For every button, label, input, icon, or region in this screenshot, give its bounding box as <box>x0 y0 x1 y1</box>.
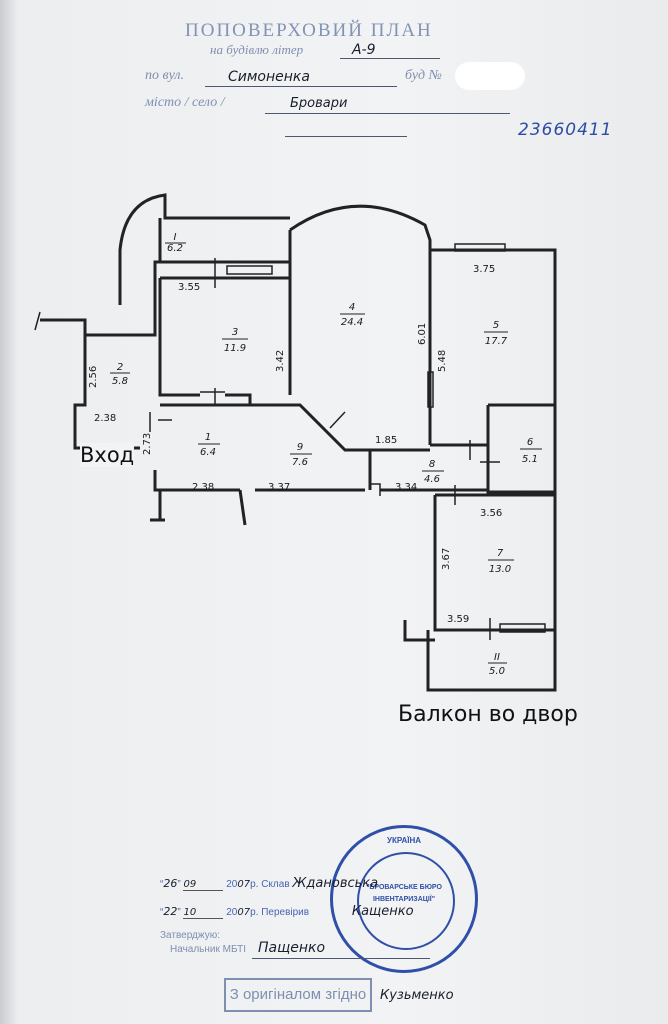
city-value: Бровари <box>290 96 348 111</box>
room-labels: I 6.2 2 5.8 3 11.9 4 24.4 5 17.7 1 6.4 9… <box>110 232 542 677</box>
redacted-house-number <box>455 62 525 90</box>
room-number: 1 <box>205 432 211 443</box>
dimension: 5.48 <box>437 350 448 372</box>
room-number: 3 <box>232 327 238 338</box>
dimension: 3.42 <box>275 350 286 372</box>
dimension: 2.38 <box>94 413 116 424</box>
checked-line: “22” 10 2007р. Перевірив Кащенко <box>160 904 414 919</box>
street-value: Симоненка <box>228 69 310 85</box>
date-month: 09 <box>183 879 197 890</box>
copy-signer-signature: Кузьменко <box>380 988 454 1003</box>
room-area: 5.1 <box>522 454 538 465</box>
stamp-text: УКРАЇНА <box>386 836 422 845</box>
room-area: 24.4 <box>341 317 363 328</box>
building-label: на будівлю літер <box>210 42 304 57</box>
compiled-line: “26” 09 2007р. Склав Ждановська <box>160 876 379 891</box>
checked-by-signature: Кащенко <box>351 904 414 919</box>
balcony-label: Балкон во двор <box>398 702 578 727</box>
dimension: 2.38 <box>192 482 214 493</box>
room-area: 7.6 <box>292 457 308 468</box>
dimension-labels: 3.55 3.75 6.01 5.48 3.42 2.56 2.38 2.73 … <box>88 264 502 625</box>
room-area: 5.0 <box>489 666 505 677</box>
room-number: 5 <box>493 320 499 331</box>
approve-label: Затверджую: <box>160 930 220 941</box>
dimension: 3.34 <box>395 482 417 493</box>
compiled-by-signature: Ждановська <box>292 876 379 891</box>
room-area: 6.4 <box>200 447 216 458</box>
head-label: Начальник МБТІ <box>170 944 246 955</box>
document-title: ПОПОВЕРХОВИЙ ПЛАН <box>185 20 433 41</box>
date-month: 10 <box>183 907 197 918</box>
room-area: 13.0 <box>489 564 511 575</box>
dimension: 2.56 <box>88 366 99 388</box>
dimension: 2.73 <box>142 433 153 455</box>
registration-number: 23660411 <box>518 120 613 140</box>
house-label: буд № <box>405 68 442 83</box>
room-number: 2 <box>117 362 123 373</box>
room-area: 4.6 <box>424 474 440 485</box>
street-label: по вул. <box>145 68 185 83</box>
head-signature: Пащенко <box>258 940 326 956</box>
room-area: 5.8 <box>112 376 128 387</box>
dimension: 3.59 <box>447 614 469 625</box>
balcony-i-wall <box>118 193 290 305</box>
date-year: 07 <box>237 879 251 890</box>
room-number: 4 <box>349 302 355 313</box>
official-stamp: УКРАЇНА "БРОВАРСЬКЕ БЮРО ІНВЕНТАРИЗАЦІЇ" <box>330 825 478 973</box>
room-number: I <box>174 232 177 243</box>
stamp-text: "БРОВАРСЬКЕ БЮРО <box>366 884 442 891</box>
date-day: 26 <box>163 877 178 890</box>
room-area: 6.2 <box>167 243 183 254</box>
dimension: 3.67 <box>441 548 452 570</box>
entrance-label: Вход <box>80 443 135 467</box>
dimension: 1.85 <box>375 435 397 446</box>
room-number: 9 <box>297 442 303 453</box>
building-value: А-9 <box>352 42 376 58</box>
copy-note-stamp: З оригіналом згідно <box>224 978 372 1012</box>
room-number: 6 <box>527 437 533 448</box>
room-number: 7 <box>497 548 504 559</box>
windows-doors <box>149 243 546 640</box>
room-area: 11.9 <box>224 343 246 354</box>
dimension: 3.75 <box>473 264 495 275</box>
room-area: 17.7 <box>485 336 508 347</box>
walls <box>34 193 557 692</box>
city-label: місто / село / <box>145 95 225 110</box>
room-number: 8 <box>429 459 435 470</box>
dimension: 3.37 <box>268 482 290 493</box>
stamp-text: ІНВЕНТАРИЗАЦІЇ" <box>372 896 436 903</box>
date-year: 07 <box>237 907 251 918</box>
dimension: 3.56 <box>480 508 502 519</box>
room-number: II <box>494 652 500 663</box>
dimension: 6.01 <box>417 323 428 345</box>
date-day: 22 <box>163 905 178 918</box>
dimension: 3.55 <box>178 282 200 293</box>
